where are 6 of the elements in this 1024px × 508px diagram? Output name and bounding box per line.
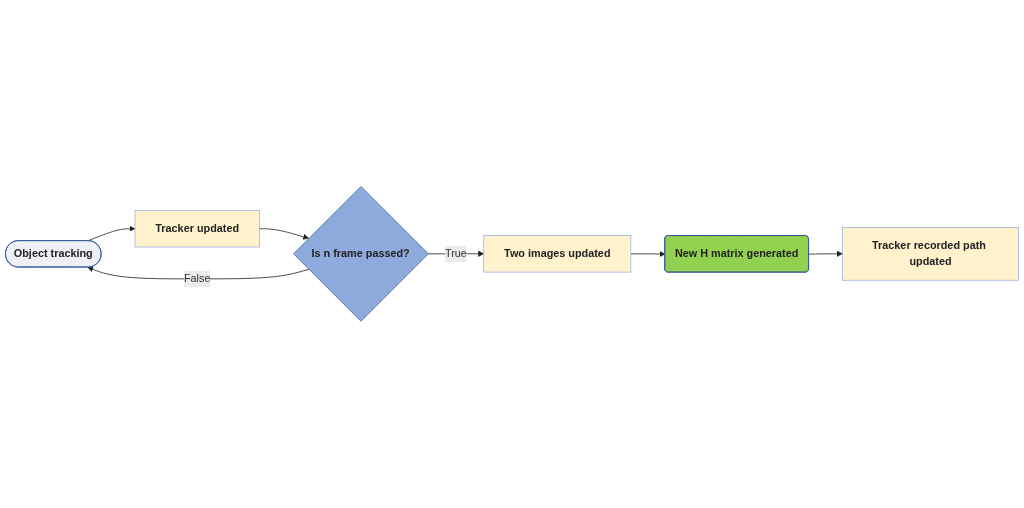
edge-label: True xyxy=(444,247,467,260)
edge-label: False xyxy=(183,272,211,285)
node-box: Tracker recorded path updated xyxy=(842,227,1019,281)
node-diamond: Is n frame passed? xyxy=(293,186,429,322)
node-box: Two images updated xyxy=(483,235,632,273)
node-box: Tracker updated xyxy=(134,210,260,248)
